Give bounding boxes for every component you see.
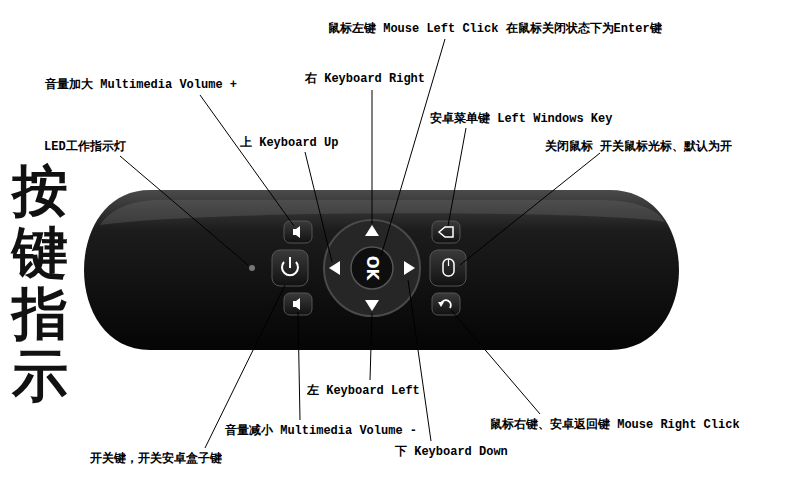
leader-line — [298, 312, 300, 420]
volume-up-button — [284, 221, 312, 243]
callout-label: 下 Keyboard Down — [395, 445, 508, 459]
leader-line — [460, 153, 600, 265]
arrow-up — [365, 225, 379, 236]
arrow-left — [329, 261, 340, 275]
dpad-ring — [324, 220, 420, 316]
leader-line — [200, 95, 294, 226]
leader-line — [381, 39, 445, 256]
power-button — [272, 250, 308, 286]
menu-button — [432, 221, 460, 243]
mouse-icon — [448, 259, 449, 266]
callout-label: LED工作指示灯 — [44, 140, 126, 154]
callout-label: 开关键，开关安卓盒子键 — [90, 452, 222, 466]
arrow-right — [404, 261, 415, 275]
leader-line — [372, 90, 373, 224]
callout-label: 鼠标右键、安卓返回键 Mouse Right Click — [490, 418, 740, 432]
callout-label: 音量减小 Multimedia Volume - — [225, 424, 417, 438]
leader-lines — [120, 39, 600, 448]
leader-line — [205, 285, 285, 448]
vertical-title: 按键指示 — [12, 160, 68, 406]
callout-label: 音量加大 Multimedia Volume + — [45, 78, 237, 92]
button-label: OK — [364, 256, 380, 280]
callout-label: 安卓菜单键 Left Windows Key — [430, 112, 612, 126]
back-icon — [438, 302, 444, 307]
power-icon — [289, 257, 291, 268]
ok-button — [351, 247, 393, 289]
mouse-icon — [443, 259, 454, 276]
volume-down-button — [284, 293, 312, 315]
arrow-down — [365, 300, 379, 311]
back-button — [432, 293, 460, 315]
callout-label: 左 Keyboard Left — [307, 384, 420, 398]
led-dot — [249, 265, 255, 271]
leader-line — [408, 280, 431, 441]
callout-label: 关闭鼠标 开关鼠标光标、默认为开 — [545, 140, 732, 154]
leader-line — [448, 128, 466, 226]
remote-body — [84, 190, 679, 350]
leader-line — [120, 156, 248, 265]
leader-line — [305, 152, 332, 262]
menu-icon — [439, 227, 453, 237]
callout-label: 鼠标左键 Mouse Left Click 在鼠标关闭状态下为Enter键 — [328, 22, 662, 36]
leader-line — [451, 310, 540, 414]
mouse-toggle-button — [430, 250, 466, 286]
leader-line — [370, 313, 372, 380]
volume-icon — [293, 226, 300, 238]
callout-label: 上 Keyboard Up — [240, 136, 338, 150]
volume-icon — [293, 298, 300, 310]
callout-label: 右 Keyboard Right — [305, 72, 425, 86]
